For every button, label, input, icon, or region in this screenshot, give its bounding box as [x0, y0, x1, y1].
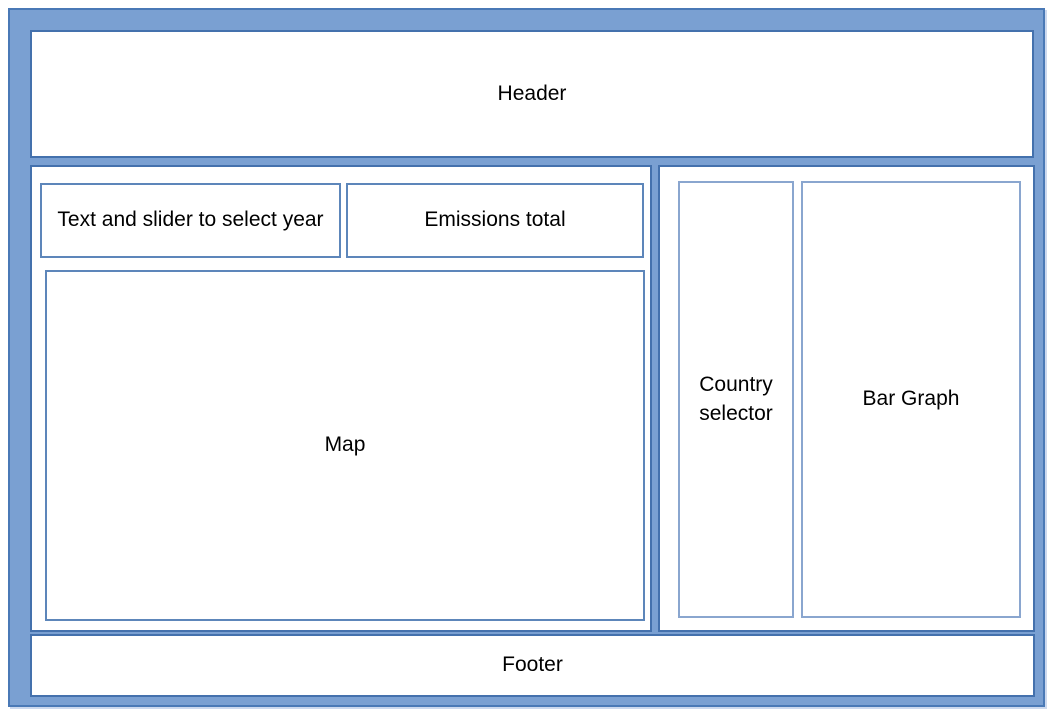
- page-frame: Header Text and slider to select year Em…: [8, 8, 1045, 707]
- map-label: Map: [324, 433, 366, 457]
- bar-graph-region: Bar Graph: [801, 181, 1021, 618]
- country-selector-label: Country selector: [699, 373, 773, 425]
- emissions-total-label: Emissions total: [424, 208, 566, 232]
- footer-label: Footer: [502, 653, 563, 677]
- header-region: Header: [30, 30, 1034, 158]
- main-right-panel: Country selector Bar Graph: [658, 165, 1035, 632]
- map-region: Map: [45, 270, 645, 621]
- footer-region: Footer: [30, 634, 1035, 697]
- emissions-total-region: Emissions total: [346, 183, 644, 258]
- country-selector-region: Country selector: [678, 181, 794, 618]
- header-label: Header: [497, 81, 567, 105]
- bar-graph-label: Bar Graph: [862, 387, 960, 411]
- year-selector-region: Text and slider to select year: [40, 183, 341, 258]
- main-left-panel: Text and slider to select year Emissions…: [30, 165, 652, 632]
- year-selector-label: Text and slider to select year: [57, 208, 324, 232]
